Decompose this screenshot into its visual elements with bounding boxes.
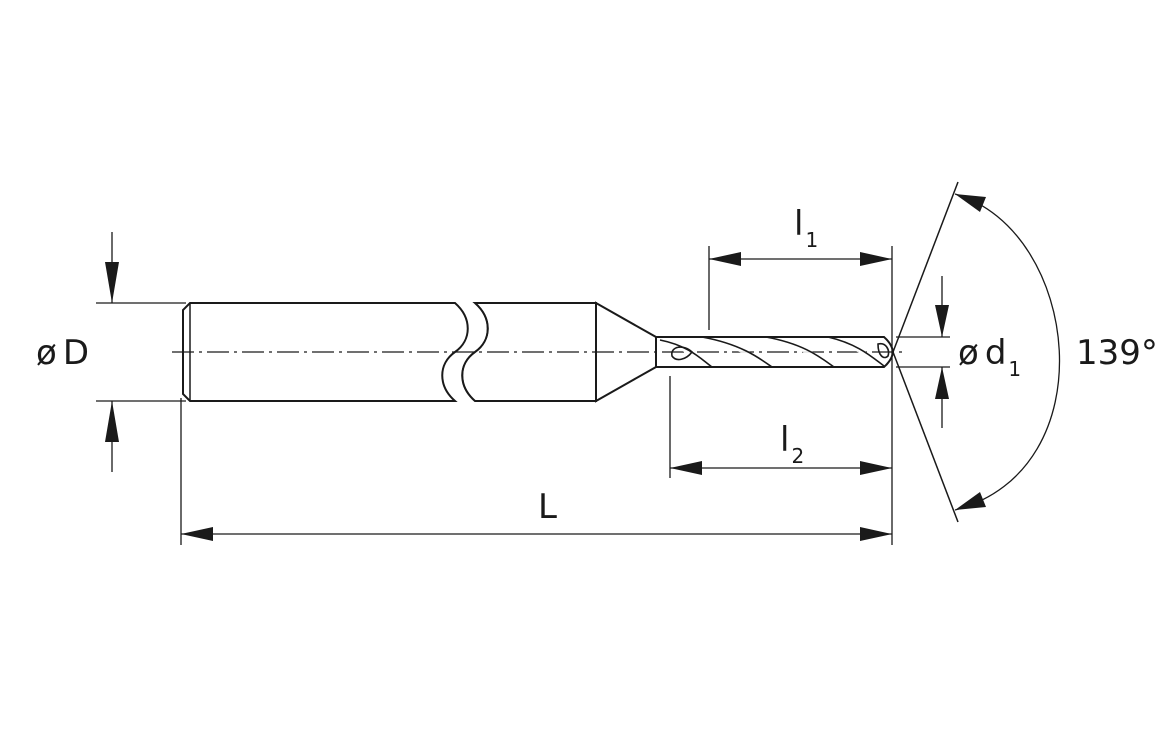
- dimension-point-angle: [954, 193, 1061, 511]
- dimension-D: [105, 232, 119, 472]
- extension-lines: [96, 181, 959, 545]
- dimension-l1: [709, 252, 892, 266]
- dimension-L: [181, 527, 892, 541]
- dimension-l2: [670, 461, 892, 475]
- flute-section: [655, 336, 895, 368]
- dimension-d1: [935, 276, 949, 428]
- label-overall-length: L: [538, 487, 557, 527]
- label-point-angle: 139°: [1076, 333, 1158, 373]
